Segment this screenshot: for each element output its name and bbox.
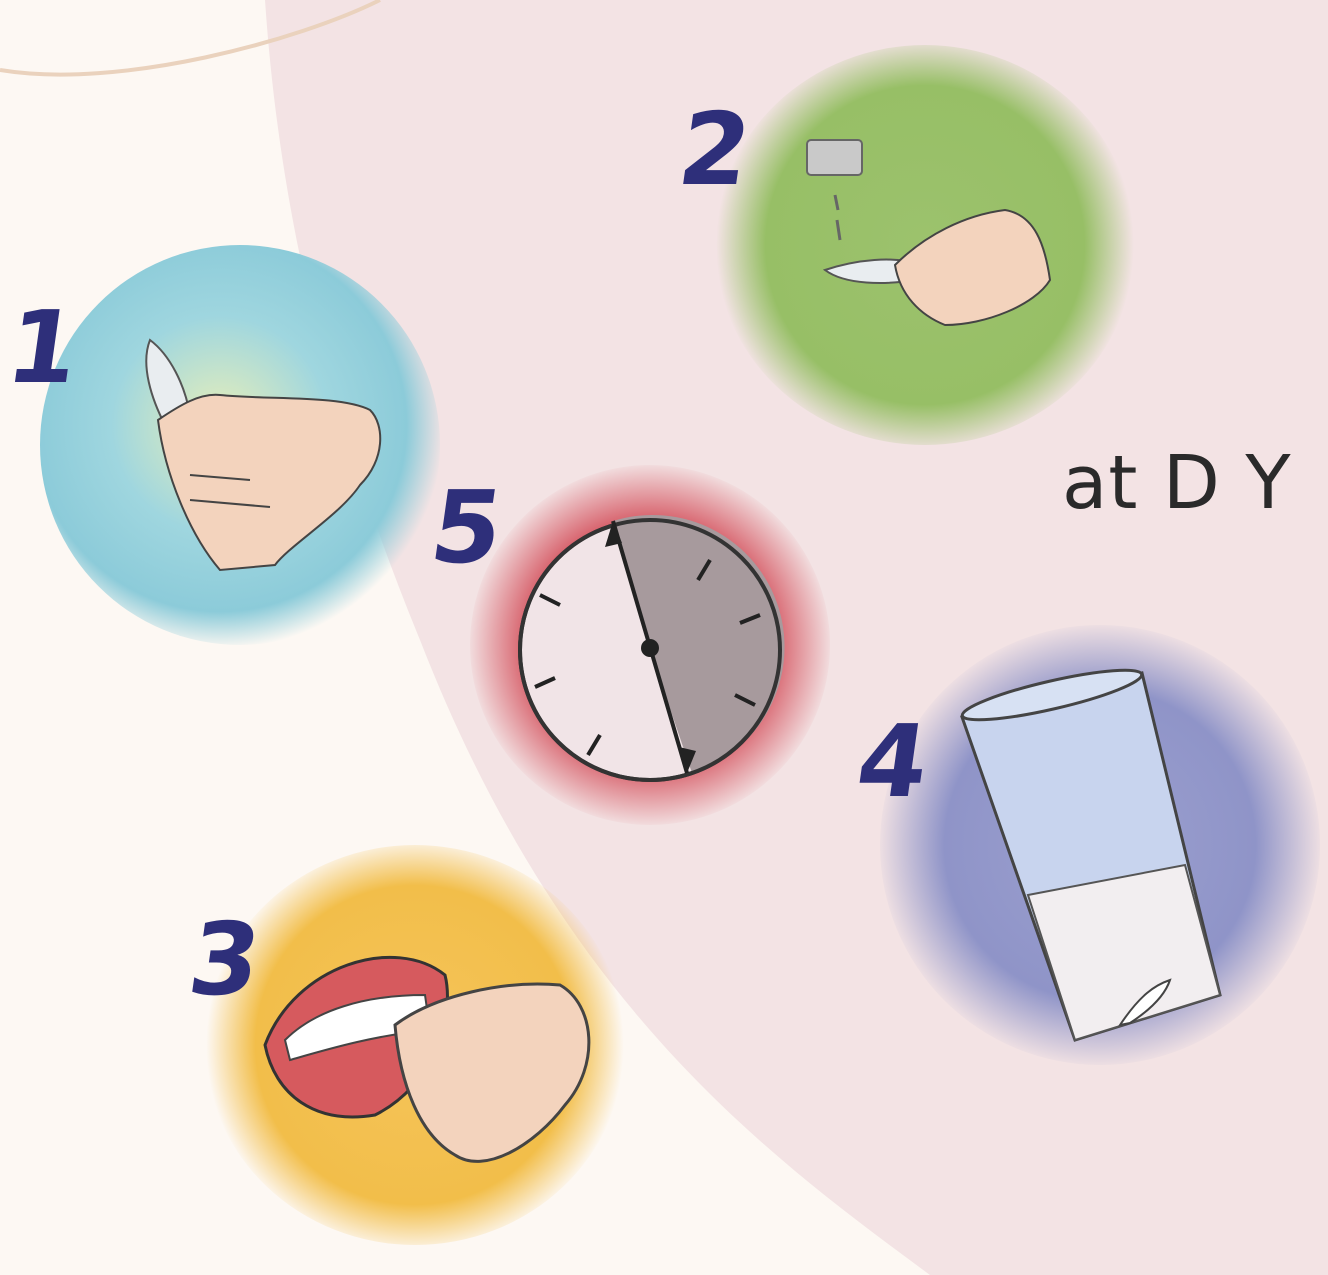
step-3-illustration <box>205 845 625 1245</box>
glass-of-milk-icon <box>880 625 1320 1065</box>
dripping-on-tooth-icon <box>715 45 1135 445</box>
clock-icon <box>470 465 830 825</box>
step-2-number: 2 <box>673 100 757 200</box>
step-4-number: 4 <box>851 712 935 812</box>
step-2-illustration <box>715 45 1135 445</box>
step-4-illustration <box>880 625 1320 1065</box>
caption-text: at D Y <box>1062 440 1292 526</box>
step-5-illustration <box>470 465 830 825</box>
step-3-number: 3 <box>183 910 267 1010</box>
step-5-number: 5 <box>425 478 509 578</box>
hand-holding-tooth-icon <box>40 245 440 645</box>
step-1-illustration <box>40 245 440 645</box>
step-1-number: 1 <box>1 298 85 398</box>
reinserting-tooth-icon <box>205 845 625 1245</box>
